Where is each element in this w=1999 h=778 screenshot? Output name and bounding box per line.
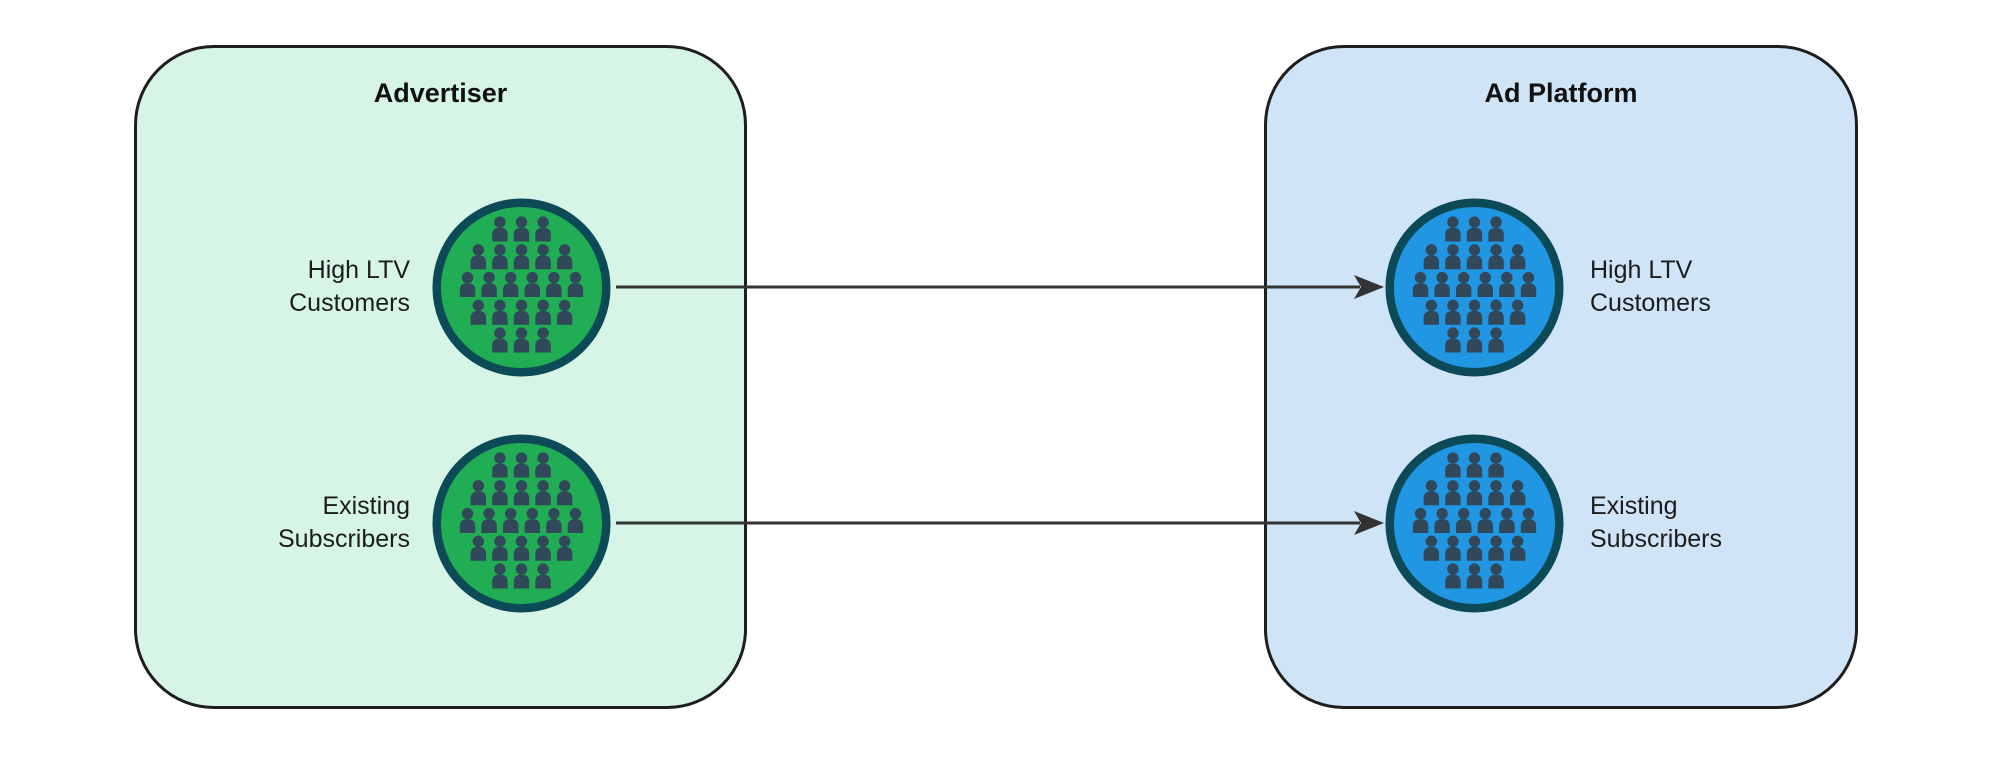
ad-platform-title: Ad Platform: [1484, 78, 1638, 108]
arrow-existing-subscribers: [616, 511, 1384, 535]
label-line: Subscribers: [278, 525, 410, 553]
crowd-icon: [432, 198, 611, 377]
arrow-high-ltv: [616, 275, 1384, 299]
ad-platform-existing-subscribers-label: Existing Subscribers: [1590, 490, 1850, 556]
ad-platform-panel: Ad Platform: [1264, 45, 1858, 709]
advertiser-panel: Advertiser: [134, 45, 747, 709]
label-line: High LTV: [307, 256, 410, 284]
arrowhead-icon: [1354, 511, 1384, 535]
advertiser-high-ltv-label: High LTV Customers: [150, 254, 410, 320]
label-line: Existing: [1590, 492, 1678, 520]
ad-platform-high-ltv-label: High LTV Customers: [1590, 254, 1850, 320]
ad-platform-high-ltv-node: [1382, 195, 1567, 380]
advertiser-title: Advertiser: [373, 78, 508, 108]
label-line: High LTV: [1590, 256, 1693, 284]
ad-platform-existing-subscribers-node: [1382, 431, 1567, 616]
advertiser-existing-subscribers-node: [429, 431, 614, 616]
crowd-icon: [1385, 434, 1564, 613]
crowd-icon: [432, 434, 611, 613]
crowd-icon: [1385, 198, 1564, 377]
advertiser-high-ltv-node: [429, 195, 614, 380]
label-line: Existing: [322, 492, 410, 520]
advertiser-existing-subscribers-label: Existing Subscribers: [150, 490, 410, 556]
label-line: Subscribers: [1590, 525, 1722, 553]
label-line: Customers: [289, 289, 410, 317]
label-line: Customers: [1590, 289, 1711, 317]
arrowhead-icon: [1354, 275, 1384, 299]
